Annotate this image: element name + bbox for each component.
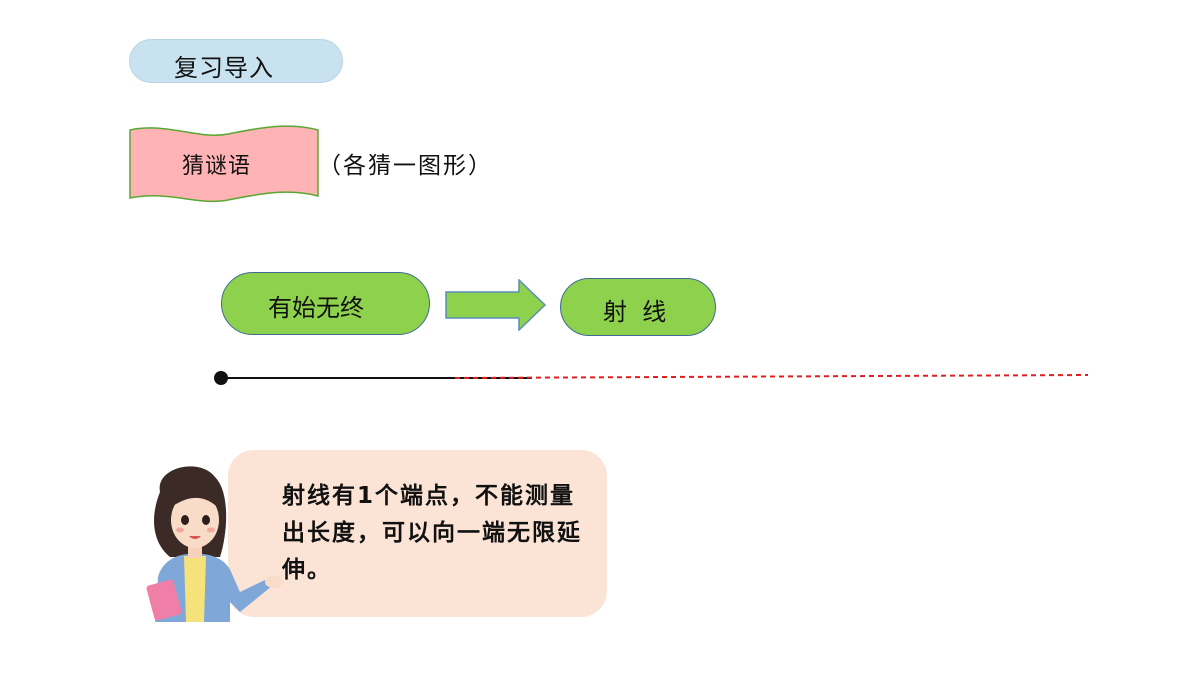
- speech-bubble: [228, 450, 607, 617]
- ray-endpoint: [214, 371, 228, 385]
- answer-text: 射 线: [603, 298, 667, 326]
- section-title-pill: 复习导入: [129, 39, 343, 83]
- section-title: 复习导入: [174, 54, 274, 82]
- answer-pill: 射 线: [560, 278, 716, 336]
- clue-pill: 有始无终: [221, 272, 430, 335]
- riddle-hint: （各猜一图形）: [318, 153, 493, 179]
- riddle-banner: [129, 125, 319, 203]
- ray-dashed-extension: [454, 374, 1089, 379]
- riddle-banner-label: 猜谜语: [182, 154, 252, 179]
- teacher-illustration: [146, 466, 283, 622]
- right-arrow-icon: [445, 279, 547, 331]
- clue-text: 有始无终: [268, 294, 364, 322]
- explanation-text: 射线有1个端点，不能测量出长度，可以向一端无限延伸。: [282, 483, 582, 583]
